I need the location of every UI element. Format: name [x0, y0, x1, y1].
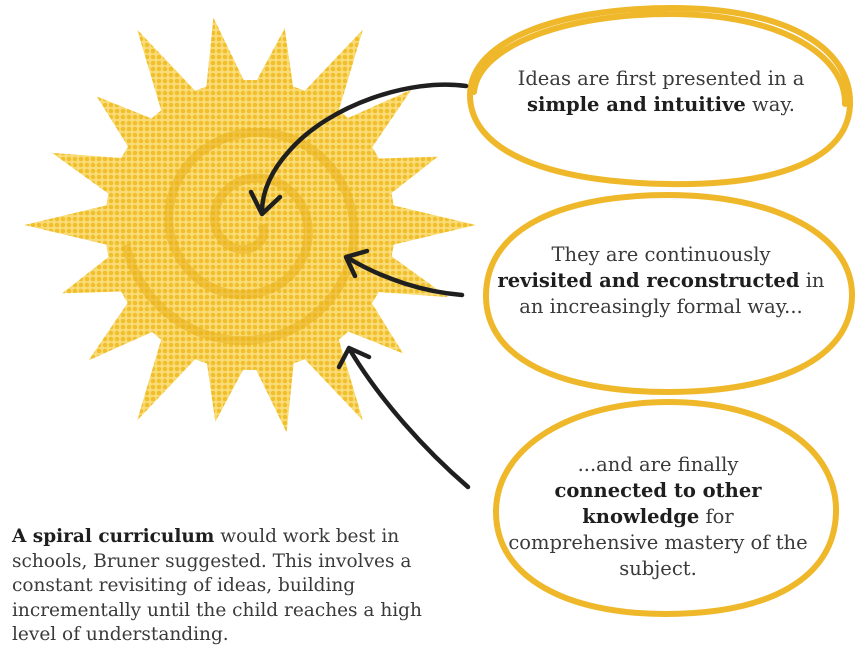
arrow-3-head [336, 345, 372, 370]
bubble-3-bold: connected to other knowledge [554, 479, 762, 528]
bubble-3-outline [492, 398, 840, 618]
arrow-2-head [343, 248, 370, 279]
bubble-2-text: They are continuously revisited and reco… [496, 242, 826, 320]
bubble-3-text: ...and are finally connected to other kn… [508, 452, 808, 582]
arrow-3 [347, 347, 471, 490]
bubble-2-bold: revisited and reconstructed [497, 269, 800, 292]
curved-arrow-icon [248, 82, 471, 490]
caption-bold: A spiral curriculum [12, 526, 215, 547]
bubble-3-text-before: ...and are finally [577, 453, 739, 476]
arrow-2 [345, 255, 465, 298]
bubble-2-text-before: They are continuously [551, 243, 771, 266]
bubble-1-text: Ideas are first presented in a simple an… [486, 66, 836, 118]
arrow-1-head [248, 189, 283, 217]
arrow-1 [259, 82, 469, 215]
caption: A spiral curriculum would work best in s… [12, 525, 432, 648]
bubble-1-text-after: way. [752, 93, 795, 116]
bubble-1-outline [466, 4, 854, 188]
bubble-2-outline [482, 191, 855, 396]
bubble-1-text-before: Ideas are first presented in a [517, 67, 805, 90]
sun-icon [24, 17, 476, 433]
illustration [24, 4, 855, 618]
bubble-2-text-after: in an increasingly formal way... [519, 269, 825, 318]
speech-bubbles [466, 4, 855, 618]
bubble-1-bold: simple and intuitive [527, 93, 746, 116]
bubble-3-text-after: for comprehensive mastery of the subject… [508, 505, 808, 580]
